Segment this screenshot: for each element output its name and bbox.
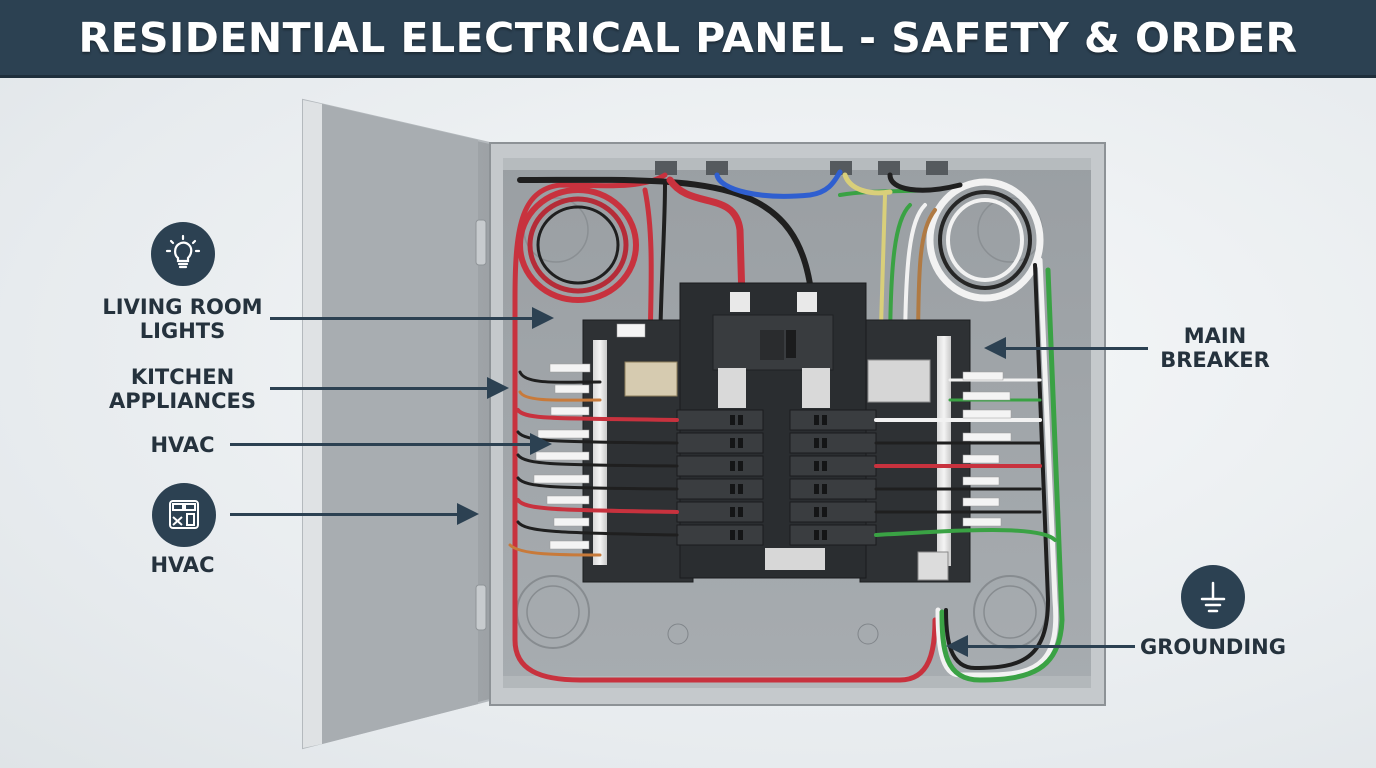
breaker-assembly	[582, 282, 971, 583]
main-breaker[interactable]	[712, 292, 834, 408]
page-title: RESIDENTIAL ELECTRICAL PANEL - SAFETY & …	[78, 13, 1298, 62]
neutral-bus-bar-left	[593, 340, 607, 565]
callout-hvac-2: HVAC	[150, 553, 215, 577]
title-bar: RESIDENTIAL ELECTRICAL PANEL - SAFETY & …	[0, 0, 1376, 78]
ground-symbol-icon	[1181, 565, 1245, 629]
arrow-grounding	[946, 635, 1135, 657]
callout-living-room-lights: LIVING ROOM LIGHTS	[102, 295, 263, 343]
arrow-hvac-1	[230, 433, 552, 455]
wiring	[512, 169, 1065, 683]
arrow-main-breaker	[984, 337, 1148, 359]
panel-door[interactable]	[302, 98, 491, 750]
callout-main-breaker: MAIN BREAKER	[1160, 324, 1270, 372]
callout-grounding: GROUNDING	[1140, 635, 1286, 659]
lightbulb-icon	[151, 222, 215, 286]
neutral-bus-bar-right	[937, 336, 951, 566]
arrow-kitchen-appliances	[270, 377, 509, 399]
callout-kitchen-appliances: KITCHEN APPLIANCES	[109, 365, 256, 413]
hvac-unit-icon	[152, 483, 216, 547]
circuit-labels	[533, 323, 1012, 550]
callout-hvac-1: HVAC	[150, 433, 215, 457]
arrow-hvac-2	[230, 503, 479, 525]
arrow-living-room-lights	[270, 307, 554, 329]
